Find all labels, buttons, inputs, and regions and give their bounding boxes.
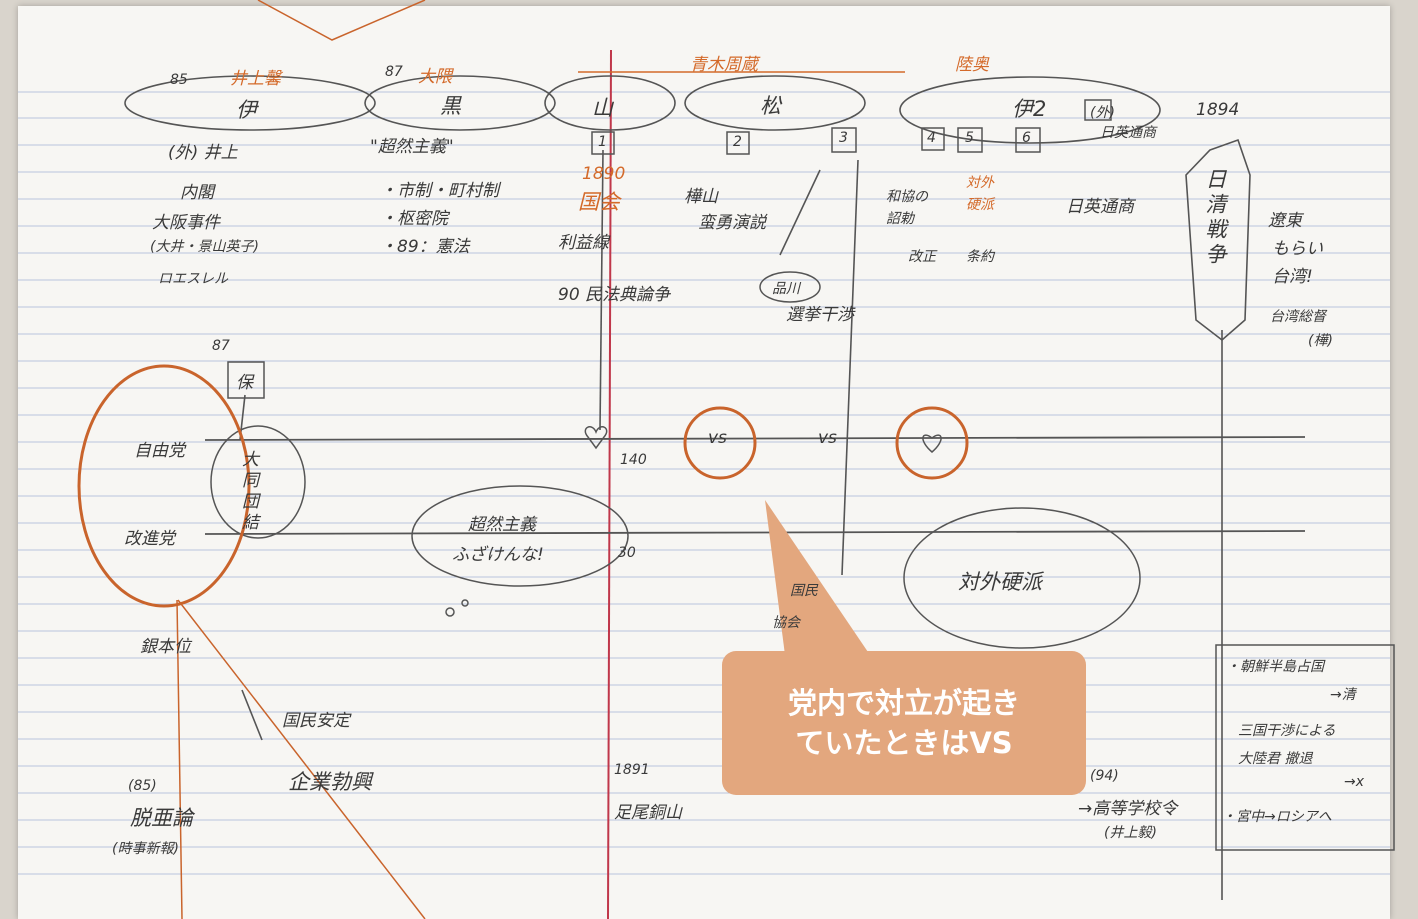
note-year-1891: 1891	[614, 762, 650, 778]
cabinet-ito2: 伊2	[1012, 97, 1047, 121]
note-joyaku: 条約	[966, 249, 994, 265]
note-taigai: 対外	[966, 175, 994, 191]
note-inoue-kowashi: (井上毅)	[1104, 825, 1157, 841]
note-taiwan: 台湾!	[1272, 267, 1313, 287]
box-5: 5	[965, 130, 974, 146]
note-municipal: ・市制・町村制	[380, 181, 499, 201]
note-wakyo: 和協の	[886, 189, 928, 205]
label-jiyuto: 自由党	[134, 441, 185, 461]
label-vs-1: vs	[708, 428, 727, 448]
note-kokumin: 国民	[790, 583, 818, 599]
label-mutsu: 陸奥	[955, 55, 989, 75]
label-okuma: 大隈	[418, 67, 452, 87]
box-2: 2	[733, 134, 742, 150]
box-line-5: →x	[1344, 774, 1365, 790]
cabinet-kuroda: 黒	[440, 94, 461, 118]
note-senkyo-kansho: 選挙干渉	[786, 305, 854, 325]
box-line-3: 三国干渉による	[1238, 723, 1336, 739]
note-taiwan-sotoku: 台湾総督	[1270, 309, 1326, 325]
cabinet-matsukata: 松	[760, 94, 781, 118]
note-privy-council: ・枢密院	[380, 209, 448, 229]
box-line-6: ・宮中→ロシアへ	[1222, 809, 1332, 825]
note-ginhonni: 銀本位	[140, 637, 191, 657]
label-aoki: 青木周蔵	[690, 55, 758, 75]
note-kokumin-antei: 国民安定	[282, 711, 350, 731]
note-gai: (外)	[1090, 105, 1115, 121]
note-nichiei-2: 日英通商	[1100, 125, 1156, 141]
note-1890: 1890	[582, 164, 626, 184]
box-line-1: ・朝鮮半島占国	[1226, 659, 1324, 675]
note-kyokai: 協会	[772, 615, 800, 631]
label-87: 87	[385, 64, 403, 80]
callout-line-1: 党内で対立が起き	[787, 686, 1020, 720]
note-rieki-sen: 利益線	[558, 233, 609, 253]
note-year-94: (94)	[1090, 768, 1119, 784]
note-hoan: 保	[236, 373, 253, 393]
note-kabayama-2: (樺)	[1308, 333, 1333, 349]
note-kigyo-bokko: 企業勃興	[288, 770, 372, 794]
note-datsua-ron: 脱亜論	[130, 806, 193, 830]
bubble-taigai-koha: 対外硬派	[958, 570, 1042, 594]
note-sino-japanese-war: 日清戦争	[1203, 168, 1227, 268]
callout-box: 党内で対立が起き ていたときはVS	[722, 651, 1086, 795]
callout-tail	[765, 500, 870, 655]
box-line-4: 大陸君 撤退	[1238, 751, 1313, 767]
note-civil-code: 90 民法典論争	[558, 285, 671, 305]
note-roesler: ロエスレル	[158, 271, 228, 287]
cabinet-ellipses	[124, 75, 1161, 144]
note-year-85: (85)	[128, 778, 157, 794]
label-kaishinto: 改進党	[124, 529, 175, 549]
kaishinto-line	[204, 530, 1306, 535]
label-inoue-kaoru: 井上馨	[230, 69, 281, 89]
note-koto-gakko: →高等学校令	[1078, 799, 1178, 819]
note-jiji-shinpo: (時事新報)	[112, 841, 179, 857]
note-shochoku: 詔勅	[886, 211, 914, 227]
note-chozen-shugi: "超然主義"	[370, 137, 454, 157]
box-3: 3	[839, 130, 848, 146]
note-kaisei: 改正	[908, 249, 936, 265]
note-naikaku: 内閣	[180, 183, 214, 203]
callout-line-2: ていたときはVS	[795, 726, 1013, 760]
red-margin-line	[607, 49, 612, 919]
label-85: 85	[170, 72, 188, 88]
top-pointer-lines	[257, 0, 426, 41]
heart-icon	[922, 434, 942, 453]
label-vs-2: vs	[818, 428, 837, 448]
note-kokkai: 国会	[578, 190, 620, 214]
label-87-hoan: 87	[212, 338, 230, 354]
ruled-lines	[18, 91, 1390, 875]
number-boxes	[227, 99, 1395, 851]
box-6: 6	[1022, 130, 1031, 146]
box-line-2: →清	[1330, 687, 1356, 703]
note-constitution: ・89：憲法	[380, 237, 470, 257]
orange-highlight-circles	[77, 364, 969, 608]
note-nichiei-tsusho: 日英通商	[1066, 197, 1134, 217]
note-ryoto: 遼東	[1268, 211, 1302, 231]
cabinet-ito: 伊	[236, 98, 257, 122]
note-ashio: 足尾銅山	[614, 803, 682, 823]
bubble-chozen-shugi: 超然主義	[468, 515, 536, 535]
note-daido-danketsu: 大同団結	[238, 450, 258, 534]
note-morai: もらい	[1272, 239, 1323, 259]
year-1894: 1894	[1196, 100, 1240, 120]
box-1: 1	[598, 134, 607, 150]
cabinet-yamagata: 山	[592, 96, 613, 120]
bottom-pointer-lines	[176, 599, 426, 919]
bubble-fuzakenna: ふざけんな!	[452, 545, 544, 565]
note-koha: 硬派	[966, 197, 994, 213]
note-banyu-enzetsu: 蛮勇演説	[698, 213, 766, 233]
note-oi-kageyama: (大井・景山英子)	[150, 239, 259, 255]
note-foreign-inoue: (外) 井上	[168, 143, 238, 163]
note-shinagawa: 品川	[772, 281, 800, 297]
note-kabayama: 樺山	[684, 187, 718, 207]
pencil-bubbles	[210, 271, 1141, 649]
note-osaka-jiken: 大阪事件	[152, 213, 220, 233]
box-4: 4	[927, 130, 936, 146]
label-seats-30: 30	[618, 545, 636, 561]
label-seats-140: 140	[620, 452, 647, 468]
